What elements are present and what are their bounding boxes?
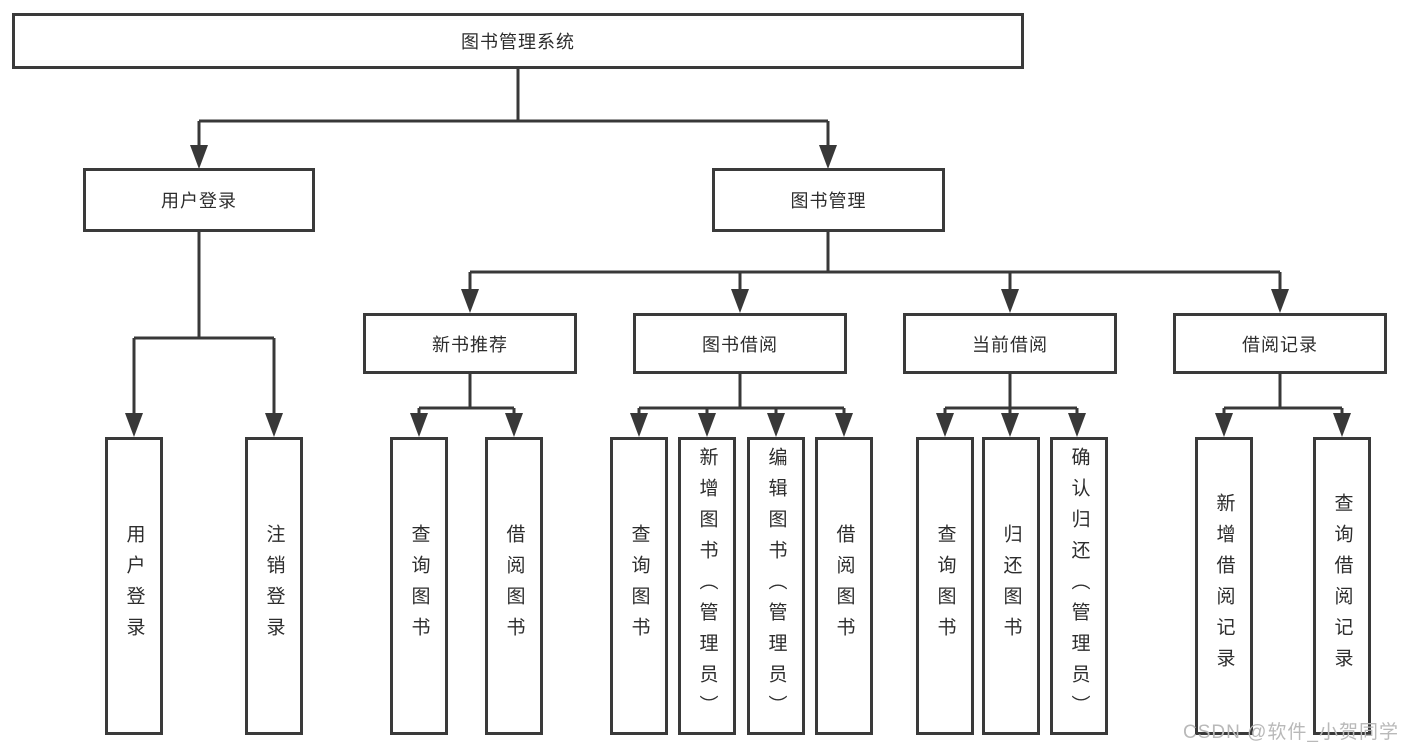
- node-label: 新增借阅记录: [1213, 493, 1235, 679]
- leaf-user-login: 用户登录: [105, 437, 163, 735]
- node-label: 确认归还（管理员）: [1068, 446, 1090, 726]
- leaf-logout: 注销登录: [245, 437, 303, 735]
- node-book-management: 图书管理: [712, 168, 945, 232]
- node-label: 新增图书（管理员）: [696, 446, 718, 726]
- node-borrowing-records: 借阅记录: [1173, 313, 1387, 374]
- leaf-query-borrow-record: 查询借阅记录: [1313, 437, 1371, 735]
- node-label: 当前借阅: [972, 334, 1048, 355]
- leaf-add-book-admin: 新增图书（管理员）: [678, 437, 736, 735]
- node-new-book-recommend: 新书推荐: [363, 313, 577, 374]
- leaf-borrow-books-recommend: 借阅图书: [485, 437, 543, 735]
- leaf-return-books: 归还图书: [982, 437, 1040, 735]
- node-root: 图书管理系统: [12, 13, 1024, 69]
- node-label: 图书管理系统: [461, 32, 575, 52]
- node-label: 图书借阅: [702, 334, 778, 355]
- leaf-confirm-return-admin: 确认归还（管理员）: [1050, 437, 1108, 735]
- node-label: 归还图书: [1000, 524, 1022, 648]
- node-label: 用户登录: [161, 191, 237, 211]
- node-label: 查询图书: [408, 524, 430, 648]
- node-label: 查询图书: [934, 524, 956, 648]
- node-label: 用户登录: [123, 524, 145, 648]
- leaf-borrow-books-borrowing: 借阅图书: [815, 437, 873, 735]
- leaf-add-borrow-record: 新增借阅记录: [1195, 437, 1253, 735]
- leaf-edit-book-admin: 编辑图书（管理员）: [747, 437, 805, 735]
- leaf-query-books-current: 查询图书: [916, 437, 974, 735]
- node-label: 编辑图书（管理员）: [765, 446, 787, 726]
- leaf-query-books-borrowing: 查询图书: [610, 437, 668, 735]
- node-label: 借阅图书: [503, 524, 525, 648]
- leaf-query-books-recommend: 查询图书: [390, 437, 448, 735]
- node-label: 借阅图书: [833, 524, 855, 648]
- node-label: 查询图书: [628, 524, 650, 648]
- node-label: 注销登录: [263, 524, 285, 648]
- node-user-login: 用户登录: [83, 168, 315, 232]
- node-label: 查询借阅记录: [1331, 493, 1353, 679]
- node-label: 借阅记录: [1242, 334, 1318, 355]
- node-label: 图书管理: [790, 191, 867, 211]
- node-current-borrowing: 当前借阅: [903, 313, 1117, 374]
- csdn-watermark: CSDN @软件_小贺同学: [1183, 722, 1399, 743]
- node-label: 新书推荐: [432, 334, 508, 355]
- node-book-borrowing: 图书借阅: [633, 313, 847, 374]
